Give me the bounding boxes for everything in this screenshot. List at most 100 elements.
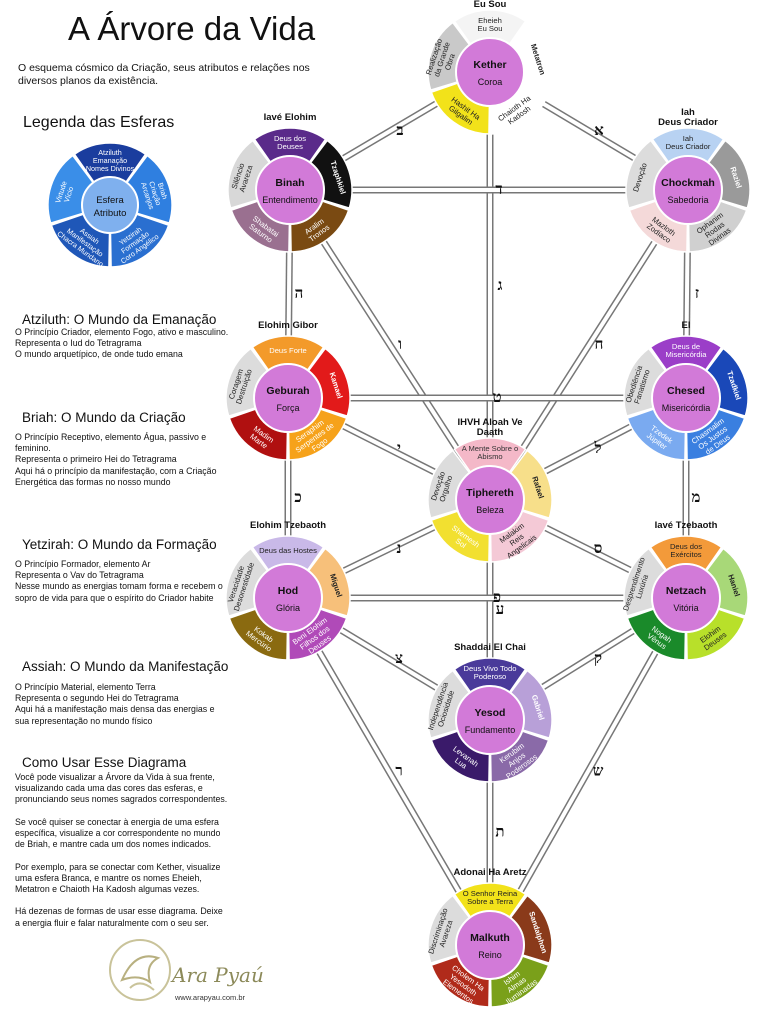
- section-title-briah: Briah: O Mundo da Criação: [22, 410, 186, 425]
- section-title-atziluth: Atziluth: O Mundo da Emanação: [22, 312, 217, 327]
- sphere-binah-attribute: Entendimento: [262, 195, 318, 205]
- sphere-malkuth-center: [455, 910, 525, 980]
- hebrew-letter-11: ל: [593, 439, 601, 457]
- page-title: A Árvore da Vida: [68, 10, 316, 47]
- sphere-geburah-top-label: Elohim Gibor: [258, 320, 318, 331]
- hebrew-letter-18: ק: [594, 649, 602, 667]
- sphere-chockmah-attribute: Sabedoria: [667, 195, 708, 205]
- hebrew-letter-0: ב: [396, 121, 403, 139]
- sphere-hod-center: [253, 563, 323, 633]
- sphere-kether-name: Kether: [473, 59, 506, 71]
- section-body-assiah: O Princípio Material, elemento Terra Rep…: [15, 682, 215, 726]
- hebrew-letter-5: ו: [398, 335, 402, 353]
- sphere-hod-top-label: Elohim Tzebaoth: [250, 520, 326, 531]
- sphere-chesed-name: Chesed: [667, 385, 705, 397]
- hebrew-letter-15: ע: [496, 600, 505, 618]
- hebrew-letter-16: פ: [493, 588, 501, 606]
- hebrew-letter-6: ז: [695, 284, 699, 302]
- sphere-netzach-name: Netzach: [666, 585, 706, 597]
- ara-pyau-logo: [109, 939, 171, 1001]
- sphere-geburah-name: Geburah: [266, 385, 309, 397]
- sphere-chesed-center: [651, 363, 721, 433]
- sphere-netzach-attribute: Vitória: [673, 603, 698, 613]
- sphere-hod-segment-0-label: Deus das Hostes: [259, 546, 317, 555]
- page-subtitle: O esquema cósmico da Criação, seus atrib…: [18, 62, 310, 87]
- hebrew-letter-17: צ: [395, 649, 403, 667]
- sphere-yesod-attribute: Fundamento: [465, 725, 516, 735]
- section-title-assiah: Assiah: O Mundo da Manifestação: [22, 659, 229, 674]
- hebrew-letter-4: ה: [295, 284, 304, 302]
- hebrew-letter-9: י: [397, 439, 401, 457]
- section-title-yetzirah: Yetzirah: O Mundo da Formação: [22, 537, 217, 552]
- sphere-binah-name: Binah: [275, 177, 304, 189]
- sphere-chesed-attribute: Misericórdia: [662, 403, 711, 413]
- brand-name: Ara Pyaú: [172, 963, 264, 987]
- section-body-briah: O Princípio Receptivo, elemento Água, pa…: [15, 432, 217, 487]
- legend-center: [81, 176, 139, 234]
- path-inner-hod-malkuth: [286, 596, 492, 947]
- sphere-binah-center: [255, 155, 325, 225]
- sphere-tiphereth-attribute: Beleza: [476, 505, 504, 515]
- hebrew-letter-13: נ: [397, 539, 402, 557]
- sphere-yesod-center: [455, 685, 525, 755]
- sphere-tiphereth-center: [455, 465, 525, 535]
- sphere-hod-name: Hod: [278, 585, 298, 597]
- legend-center-bottom: Atributo: [94, 208, 127, 219]
- sphere-netzach-center: [651, 563, 721, 633]
- sphere-geburah-segment-0-label: Deus Forte: [269, 346, 307, 355]
- hebrew-letter-14: ס: [594, 539, 603, 557]
- legend-center-top: Esfera: [96, 195, 124, 206]
- hebrew-letter-8: ט: [492, 388, 501, 406]
- sphere-hod-attribute: Glória: [276, 603, 300, 613]
- sphere-chockmah-center: [653, 155, 723, 225]
- hebrew-letter-1: א: [594, 121, 604, 139]
- sphere-binah-top-label: Iavé Elohim: [264, 112, 317, 123]
- hebrew-letter-3: ד: [495, 180, 502, 198]
- sphere-kether-center: [455, 37, 525, 107]
- path-inner-netzach-malkuth: [488, 597, 688, 946]
- hebrew-letter-7: ח: [595, 335, 604, 353]
- hebrew-letter-19: ר: [395, 762, 402, 780]
- section-body-atziluth: O Princípio Criador, elemento Fogo, ativ…: [15, 327, 229, 360]
- sphere-malkuth-attribute: Reino: [478, 950, 502, 960]
- hebrew-letter-21: ת: [495, 823, 504, 841]
- section-title-como-usar: Como Usar Esse Diagrama: [22, 755, 187, 770]
- hebrew-letter-20: ש: [593, 762, 604, 780]
- sphere-tiphereth-name: Tiphereth: [466, 487, 514, 499]
- sphere-malkuth-name: Malkuth: [470, 932, 510, 944]
- hebrew-letter-12: מ: [692, 488, 701, 506]
- sphere-yesod-top-label: Shaddai El Chai: [454, 642, 526, 653]
- sphere-kether-attribute: Coroa: [478, 77, 503, 87]
- legend-segment-1-label: BriahCriaçãoArcanjos: [139, 176, 171, 211]
- sphere-yesod-name: Yesod: [475, 707, 506, 719]
- section-body-como-usar: Você pode visualizar a Árvore da Vida à …: [15, 772, 228, 928]
- section-body-yetzirah: O Princípio Formador, elemento Ar Repres…: [15, 559, 223, 603]
- sphere-chockmah-name: Chockmah: [661, 177, 715, 189]
- legend-title: Legenda das Esferas: [23, 114, 175, 131]
